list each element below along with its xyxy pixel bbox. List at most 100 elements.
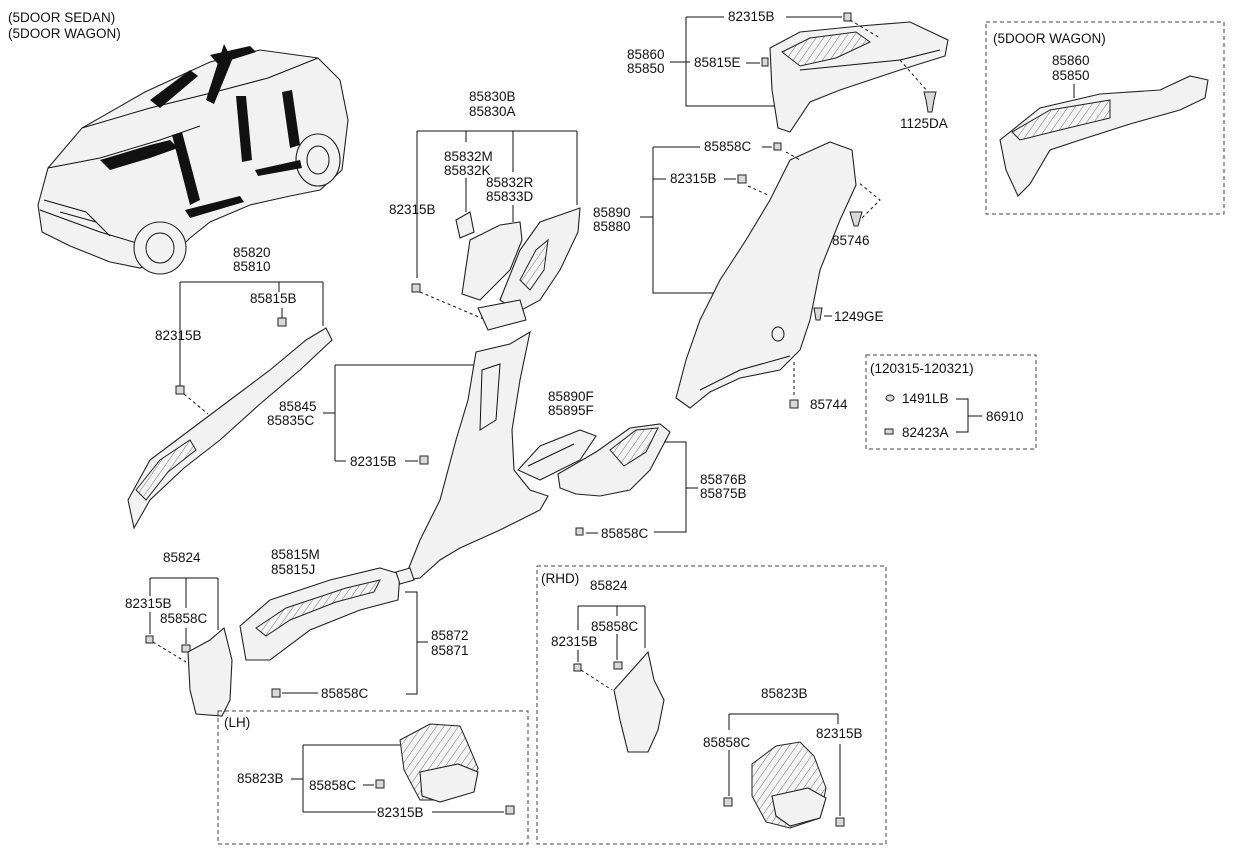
label-1491LB: 1491LB bbox=[902, 391, 949, 406]
label-85872: 85872 bbox=[431, 628, 469, 643]
label-82315B-f: 82315B bbox=[125, 596, 172, 611]
rhd-label-82315B: 82315B bbox=[551, 634, 598, 649]
clip-icon bbox=[505, 805, 515, 815]
label-85832R: 85832R bbox=[486, 175, 534, 190]
clip-icon bbox=[575, 527, 584, 536]
label-85858C-f: 85858C bbox=[160, 611, 208, 626]
label-85815B: 85815B bbox=[250, 291, 297, 306]
label-1249GE: 1249GE bbox=[834, 309, 884, 324]
header-line-1: (5DOOR SEDAN) bbox=[8, 10, 115, 25]
lh-label-85823B: 85823B bbox=[237, 771, 284, 786]
label-82315B-e: 82315B bbox=[350, 454, 397, 469]
trim-panel-icon bbox=[403, 330, 549, 581]
label-85875B: 85875B bbox=[700, 486, 747, 501]
clip-icon bbox=[181, 644, 191, 653]
lh-label-85858C: 85858C bbox=[309, 778, 357, 793]
clip-icon bbox=[145, 635, 154, 644]
date-range-box bbox=[865, 354, 1037, 450]
label-85858C-mid: 85858C bbox=[601, 526, 649, 541]
clip-icon bbox=[789, 399, 799, 409]
trim-panel-icon bbox=[675, 141, 857, 409]
clip-icon bbox=[884, 428, 894, 435]
label-82315B-c: 82315B bbox=[670, 171, 717, 186]
label-85890: 85890 bbox=[593, 205, 631, 220]
label-85744: 85744 bbox=[810, 397, 848, 412]
lh-box bbox=[217, 710, 529, 845]
clip-icon bbox=[613, 661, 623, 670]
lh-box-title: (LH) bbox=[224, 715, 250, 730]
label-82315B-top: 82315B bbox=[728, 9, 775, 24]
label-85858C-top: 85858C bbox=[704, 139, 752, 154]
label-85815M: 85815M bbox=[271, 547, 320, 562]
rhd-label-85824: 85824 bbox=[590, 578, 628, 593]
clip-icon bbox=[849, 211, 863, 227]
label-85880: 85880 bbox=[593, 219, 631, 234]
label-85850: 85850 bbox=[627, 61, 665, 76]
trim-panel-icon bbox=[999, 75, 1209, 197]
screw-icon bbox=[813, 307, 823, 321]
clip-icon bbox=[411, 283, 421, 293]
clip-icon bbox=[723, 797, 733, 807]
clip-icon bbox=[375, 779, 385, 789]
rhd-label-85858C-b: 85858C bbox=[703, 735, 751, 750]
label-85815J: 85815J bbox=[271, 562, 315, 577]
rhd-label-82315B-b: 82315B bbox=[816, 726, 863, 741]
trim-panel-icon bbox=[187, 627, 233, 717]
label-82315B-b: 82315B bbox=[389, 202, 436, 217]
clip-icon bbox=[277, 317, 287, 327]
label-85830B: 85830B bbox=[469, 89, 516, 104]
label-85810: 85810 bbox=[233, 259, 271, 274]
label-85845: 85845 bbox=[279, 399, 317, 414]
label-85824: 85824 bbox=[163, 550, 201, 565]
trim-panel-icon bbox=[239, 567, 415, 661]
clip-icon bbox=[773, 142, 782, 151]
clip-icon bbox=[835, 817, 845, 827]
label-85890F: 85890F bbox=[548, 389, 594, 404]
label-85871: 85871 bbox=[431, 643, 469, 658]
label-85895F: 85895F bbox=[548, 403, 594, 418]
clip-icon bbox=[885, 394, 895, 402]
label-85830A: 85830A bbox=[469, 104, 516, 119]
clip-icon bbox=[175, 385, 185, 395]
label-85876B: 85876B bbox=[700, 472, 747, 487]
label-82315B-d: 82315B bbox=[155, 328, 202, 343]
wagon-label-85850: 85850 bbox=[1052, 68, 1090, 83]
label-85746: 85746 bbox=[832, 233, 870, 248]
label-82423A: 82423A bbox=[902, 425, 949, 440]
wagon-box bbox=[985, 21, 1225, 215]
rhd-box bbox=[536, 565, 887, 845]
label-85833D: 85833D bbox=[486, 189, 534, 204]
label-85858C-g: 85858C bbox=[321, 686, 369, 701]
date-range-title: (120315-120321) bbox=[870, 361, 974, 376]
label-85835C: 85835C bbox=[267, 413, 315, 428]
rhd-label-85823B: 85823B bbox=[761, 686, 808, 701]
trim-panel-icon bbox=[751, 741, 827, 829]
trim-panel-icon bbox=[455, 207, 581, 331]
screw-icon bbox=[923, 91, 937, 113]
clip-icon bbox=[737, 174, 747, 184]
trim-panel-icon bbox=[517, 423, 671, 497]
rhd-label-85858C: 85858C bbox=[591, 619, 639, 634]
clip-icon bbox=[843, 12, 852, 22]
label-85820: 85820 bbox=[233, 245, 271, 260]
trim-panel-icon bbox=[769, 21, 949, 133]
clip-icon bbox=[573, 663, 582, 672]
label-86910: 86910 bbox=[986, 409, 1024, 424]
trim-panel-icon bbox=[613, 650, 665, 753]
label-85832K: 85832K bbox=[444, 163, 491, 178]
header-line-2: (5DOOR WAGON) bbox=[8, 26, 121, 41]
label-85832M: 85832M bbox=[444, 149, 493, 164]
car-icon bbox=[37, 44, 349, 275]
trim-panel-icon bbox=[399, 723, 479, 803]
trim-panel-icon bbox=[127, 327, 333, 530]
clip-icon bbox=[761, 57, 769, 67]
label-85815E: 85815E bbox=[694, 55, 741, 70]
wagon-label-85860: 85860 bbox=[1052, 53, 1090, 68]
rhd-box-title: (RHD) bbox=[541, 571, 579, 586]
wagon-box-title: (5DOOR WAGON) bbox=[993, 31, 1106, 46]
clip-icon bbox=[419, 455, 429, 465]
clip-icon bbox=[271, 688, 281, 698]
label-85860: 85860 bbox=[627, 47, 665, 62]
lh-label-82315B: 82315B bbox=[377, 805, 424, 820]
